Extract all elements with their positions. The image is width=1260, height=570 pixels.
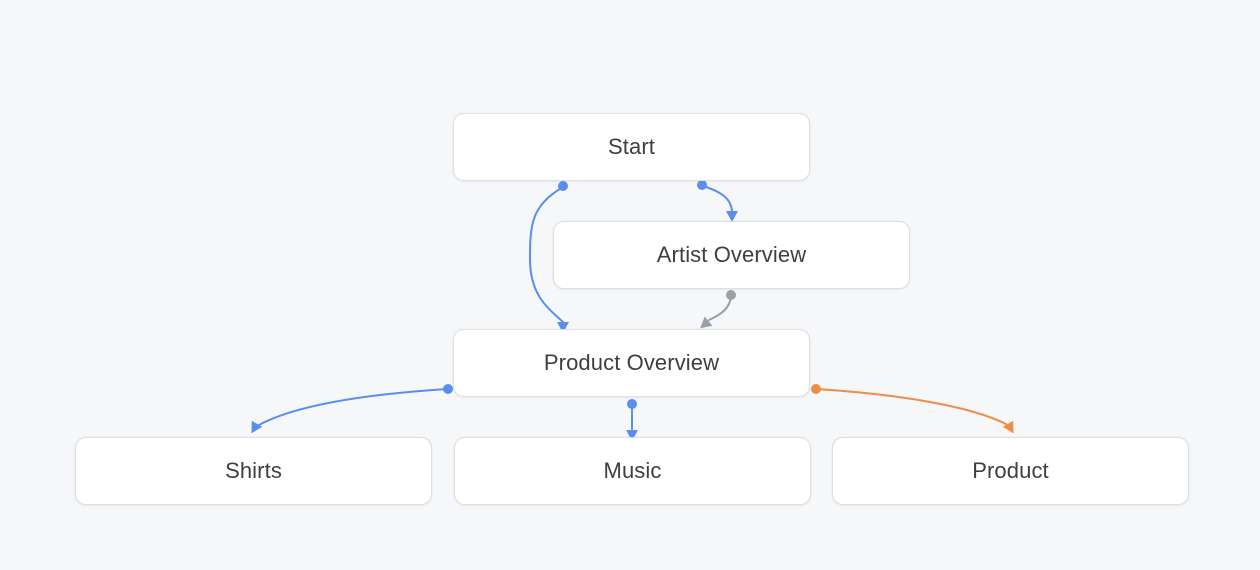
edge-path	[702, 185, 733, 212]
node-start[interactable]: Start	[453, 113, 810, 181]
edge-path	[708, 295, 732, 321]
node-label: Music	[603, 458, 662, 483]
node-product[interactable]: Product	[832, 437, 1189, 505]
edge-arrowhead	[1002, 420, 1014, 434]
node-label: Shirts	[225, 458, 282, 483]
node-shirts[interactable]: Shirts	[75, 437, 432, 505]
edge-path	[816, 388, 1007, 425]
node-label: Start	[608, 134, 655, 159]
edge-source-dot	[627, 399, 637, 409]
edge-artist-overview-to-product-overview	[700, 290, 736, 329]
node-artist-overview[interactable]: Artist Overview	[553, 221, 910, 289]
edge-source-dot	[558, 181, 568, 191]
edge-source-dot	[443, 384, 453, 394]
node-product-overview[interactable]: Product Overview	[453, 329, 810, 397]
edge-product-overview-to-product	[811, 384, 1014, 434]
edge-source-dot	[811, 384, 821, 394]
node-label: Product	[972, 458, 1049, 483]
node-label: Artist Overview	[656, 242, 807, 267]
node-music[interactable]: Music	[454, 437, 811, 505]
edge-path	[258, 388, 448, 426]
edge-product-overview-to-music	[626, 399, 638, 441]
edge-product-overview-to-shirts	[251, 384, 453, 434]
node-label: Product Overview	[543, 350, 720, 375]
edge-source-dot	[697, 180, 707, 190]
edge-source-dot	[726, 290, 736, 300]
edge-start-to-artist-overview	[697, 180, 738, 222]
edge-arrowhead	[251, 420, 263, 434]
